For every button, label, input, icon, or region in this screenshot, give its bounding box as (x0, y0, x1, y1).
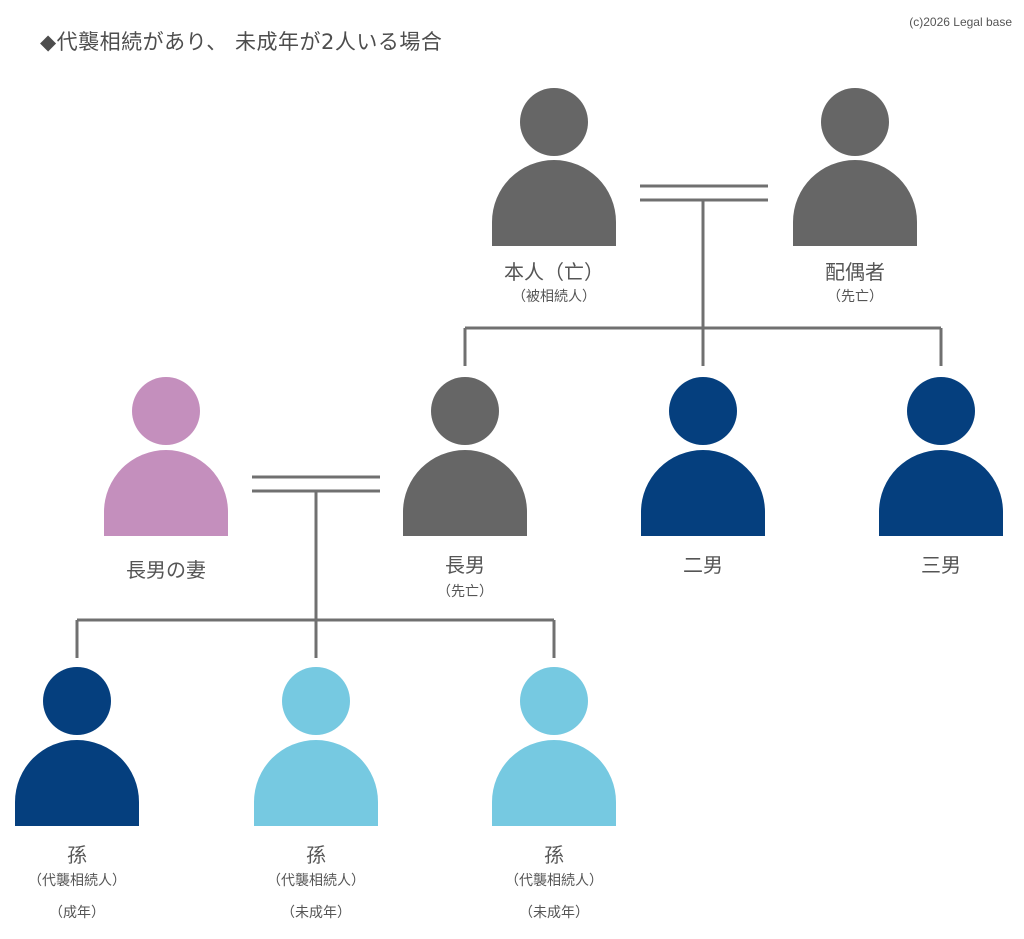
jinan-head (669, 377, 737, 445)
chonan-tsuma-head (132, 377, 200, 445)
person-honnin-icon (492, 88, 616, 246)
person-chonan-tsuma-icon (104, 377, 228, 536)
page-title: ◆代襲相続があり、 未成年が2人いる場合 (40, 30, 443, 54)
mago1-label: 孫 (67, 843, 87, 867)
haigusha-head (821, 88, 889, 156)
mago2-label: 孫 (306, 843, 326, 867)
haigusha-body (793, 160, 917, 246)
connector-lines (75, 184, 943, 658)
honnin-head (520, 88, 588, 156)
chonan-head (431, 377, 499, 445)
person-jinan-icon (641, 377, 765, 536)
mago3-body (492, 740, 616, 826)
person-mago3-icon (492, 667, 616, 826)
person-mago2-icon (254, 667, 378, 826)
sannan-body (879, 450, 1003, 536)
honnin-label: 本人（亡） (504, 260, 604, 284)
honnin-body (492, 160, 616, 246)
mago2-note: （代襲相続人） (267, 873, 365, 889)
mago1-note: （代襲相続人） (28, 873, 126, 889)
chonan-tsuma-label: 長男の妻 (126, 558, 206, 582)
mago3-label: 孫 (544, 843, 564, 867)
chonan-body (403, 450, 527, 536)
person-sannan-icon (879, 377, 1003, 536)
mago1-note2: （成年） (49, 905, 105, 921)
jinan-label: 二男 (683, 553, 723, 577)
mago2-head (282, 667, 350, 735)
mago2-note2: （未成年） (281, 905, 351, 921)
mago2-body (254, 740, 378, 826)
mago3-note: （代襲相続人） (505, 873, 603, 889)
mago1-head (43, 667, 111, 735)
copyright: (c)2026 Legal base (909, 15, 1012, 29)
sannan-head (907, 377, 975, 445)
mago3-head (520, 667, 588, 735)
mago1-body (15, 740, 139, 826)
person-mago1-icon (15, 667, 139, 826)
chonan-tsuma-body (104, 450, 228, 536)
honnin-note: （被相続人） (512, 289, 596, 305)
haigusha-note: （先亡） (827, 289, 883, 305)
haigusha-label: 配偶者 (825, 260, 885, 284)
person-chonan-icon (403, 377, 527, 536)
jinan-body (641, 450, 765, 536)
chonan-note: （先亡） (437, 584, 493, 600)
chonan-label: 長男 (445, 553, 485, 577)
person-haigusha-icon (793, 88, 917, 246)
sannan-label: 三男 (921, 553, 961, 577)
mago3-note2: （未成年） (519, 905, 589, 921)
